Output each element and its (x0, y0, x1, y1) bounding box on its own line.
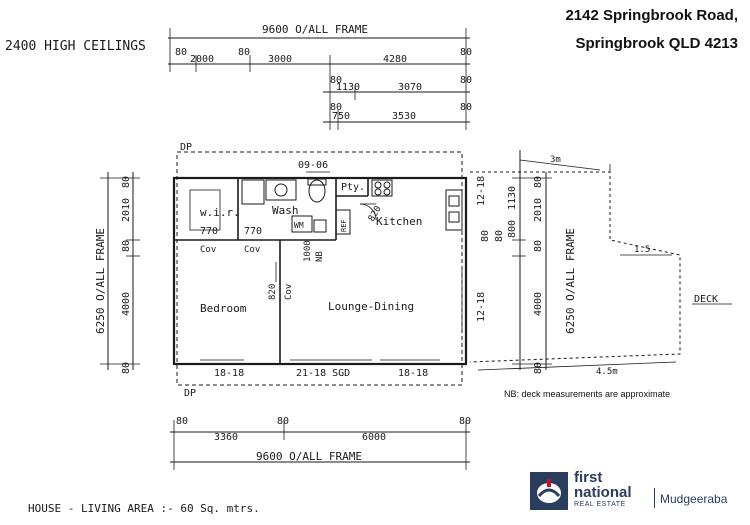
bottom-dim-80-a: 80 (176, 416, 188, 427)
right-inner-80-a: 80 (494, 230, 505, 242)
top-dim-750: 750 (332, 111, 350, 122)
logo-separator (654, 488, 655, 508)
top-dim-3000: 3000 (268, 54, 292, 65)
left-dim-4000: 4000 (121, 292, 132, 316)
deck-arrow-top (519, 159, 601, 171)
window-top-label: 09-06 (298, 160, 328, 171)
deck-label: DECK (694, 294, 718, 305)
cov-label-3: Cov (284, 284, 294, 300)
top-row3-80-b: 80 (460, 102, 472, 113)
ceiling-note: 2400 HIGH CEILINGS (5, 39, 146, 54)
top-dim-1130: 1130 (336, 82, 360, 93)
top-dim-80-a: 80 (175, 47, 187, 58)
address-line-1: 2142 Springbrook Road, (565, 7, 738, 24)
right-inner-12-18-b: 12-18 (476, 292, 487, 322)
right-dim-4000: 4000 (533, 292, 544, 316)
top-dim-4280: 4280 (383, 54, 407, 65)
left-dim-80-c: 80 (121, 362, 132, 374)
left-dim-80-a: 80 (121, 176, 132, 188)
wash-basin (265, 179, 297, 201)
left-dim-80-b: 80 (121, 240, 132, 252)
top-dim-80-b: 80 (238, 47, 250, 58)
right-overall-dim: 6250 O/ALL FRAME (564, 228, 577, 334)
window-bedroom-label: 18-18 (214, 368, 244, 379)
stove (371, 179, 393, 197)
downpipe-top: DP (180, 142, 192, 153)
right-dim-2010: 2010 (533, 198, 544, 222)
right-dim-80-a: 80 (533, 176, 544, 188)
wir-shelf (189, 189, 221, 231)
logo-name-line2: national (574, 484, 632, 501)
wir-door-770: 770 (200, 226, 218, 237)
left-dim-2010: 2010 (121, 198, 132, 222)
cov-label-2: Cov (244, 245, 260, 255)
top-row2-80-b: 80 (460, 75, 472, 86)
wm-label: WM (294, 221, 304, 230)
right-inner-80-b: 80 (480, 230, 491, 242)
bottom-dim-6000: 6000 (362, 432, 386, 443)
top-row3-80-a: 80 (330, 102, 342, 113)
top-dim-2000: 2000 (190, 54, 214, 65)
right-inner-800: 800 (507, 220, 518, 238)
room-kitchen: Kitchen (376, 215, 422, 228)
left-overall-dim: 6250 O/ALL FRAME (94, 228, 107, 334)
top-overall-dim: 9600 O/ALL FRAME (262, 23, 368, 36)
washing-machine (291, 215, 313, 233)
right-dim-80-b: 80 (533, 240, 544, 252)
deck-dim-mid: 1.5 (634, 245, 650, 255)
kitchen-sink (445, 189, 463, 231)
cov-label-1: Cov (200, 245, 216, 255)
room-wash: Wash (272, 204, 299, 217)
door-1000: 1000 (303, 240, 313, 262)
bottom-dim-80-b: 80 (277, 416, 289, 427)
top-dim-80-c: 80 (460, 47, 472, 58)
window-lounge-label: 18-18 (398, 368, 428, 379)
downpipe-bottom: DP (184, 388, 196, 399)
room-lounge-dining: Lounge-Dining (328, 300, 414, 313)
bottom-dim-80-c: 80 (459, 416, 471, 427)
fridge (335, 209, 351, 235)
first-national-logo: first national REAL ESTATE Mudgeeraba (530, 468, 742, 518)
bottom-dim-3360: 3360 (214, 432, 238, 443)
nb-label: NB (315, 251, 325, 262)
logo-mark-icon (530, 472, 568, 510)
deck-arrow-bottom (477, 361, 677, 371)
right-dim-80-c: 80 (533, 362, 544, 374)
logo-office: Mudgeeraba (660, 492, 728, 506)
cupboard (313, 219, 327, 233)
house-outer-wall (172, 176, 468, 366)
living-area: HOUSE - LIVING AREA :- 60 Sq. mtrs. (28, 502, 260, 515)
deck-dim-bottom: 4.5m (596, 367, 618, 377)
ref-label: REF (340, 219, 348, 232)
logo-name: first national (574, 470, 632, 500)
logo-subtitle: REAL ESTATE (574, 501, 626, 508)
room-bedroom: Bedroom (200, 302, 247, 315)
deck-note: NB: deck measurements are approximate (504, 389, 671, 399)
eave-outline (176, 151, 463, 386)
window-sgd-label: 21-18 SGD (296, 368, 350, 379)
deck-outline (469, 171, 681, 363)
room-pantry: Pty. (341, 182, 365, 193)
toilet (308, 179, 326, 203)
right-inner-12-18-a: 12-18 (476, 176, 487, 206)
bath-vanity (241, 179, 265, 205)
top-row2-80-a: 80 (330, 75, 342, 86)
wash-door-770: 770 (244, 226, 262, 237)
deck-dim-top: 3m (550, 155, 561, 165)
right-inner-1130: 1130 (507, 186, 518, 210)
address-line-2: Springbrook QLD 4213 (575, 35, 738, 52)
bottom-overall-dim: 9600 O/ALL FRAME (256, 450, 362, 463)
logo-name-line1: first (574, 469, 603, 486)
top-dim-3070: 3070 (398, 82, 422, 93)
top-dim-3530: 3530 (392, 111, 416, 122)
room-wir: w.i.r. (200, 206, 240, 219)
bedroom-door-820: 820 (268, 284, 278, 300)
